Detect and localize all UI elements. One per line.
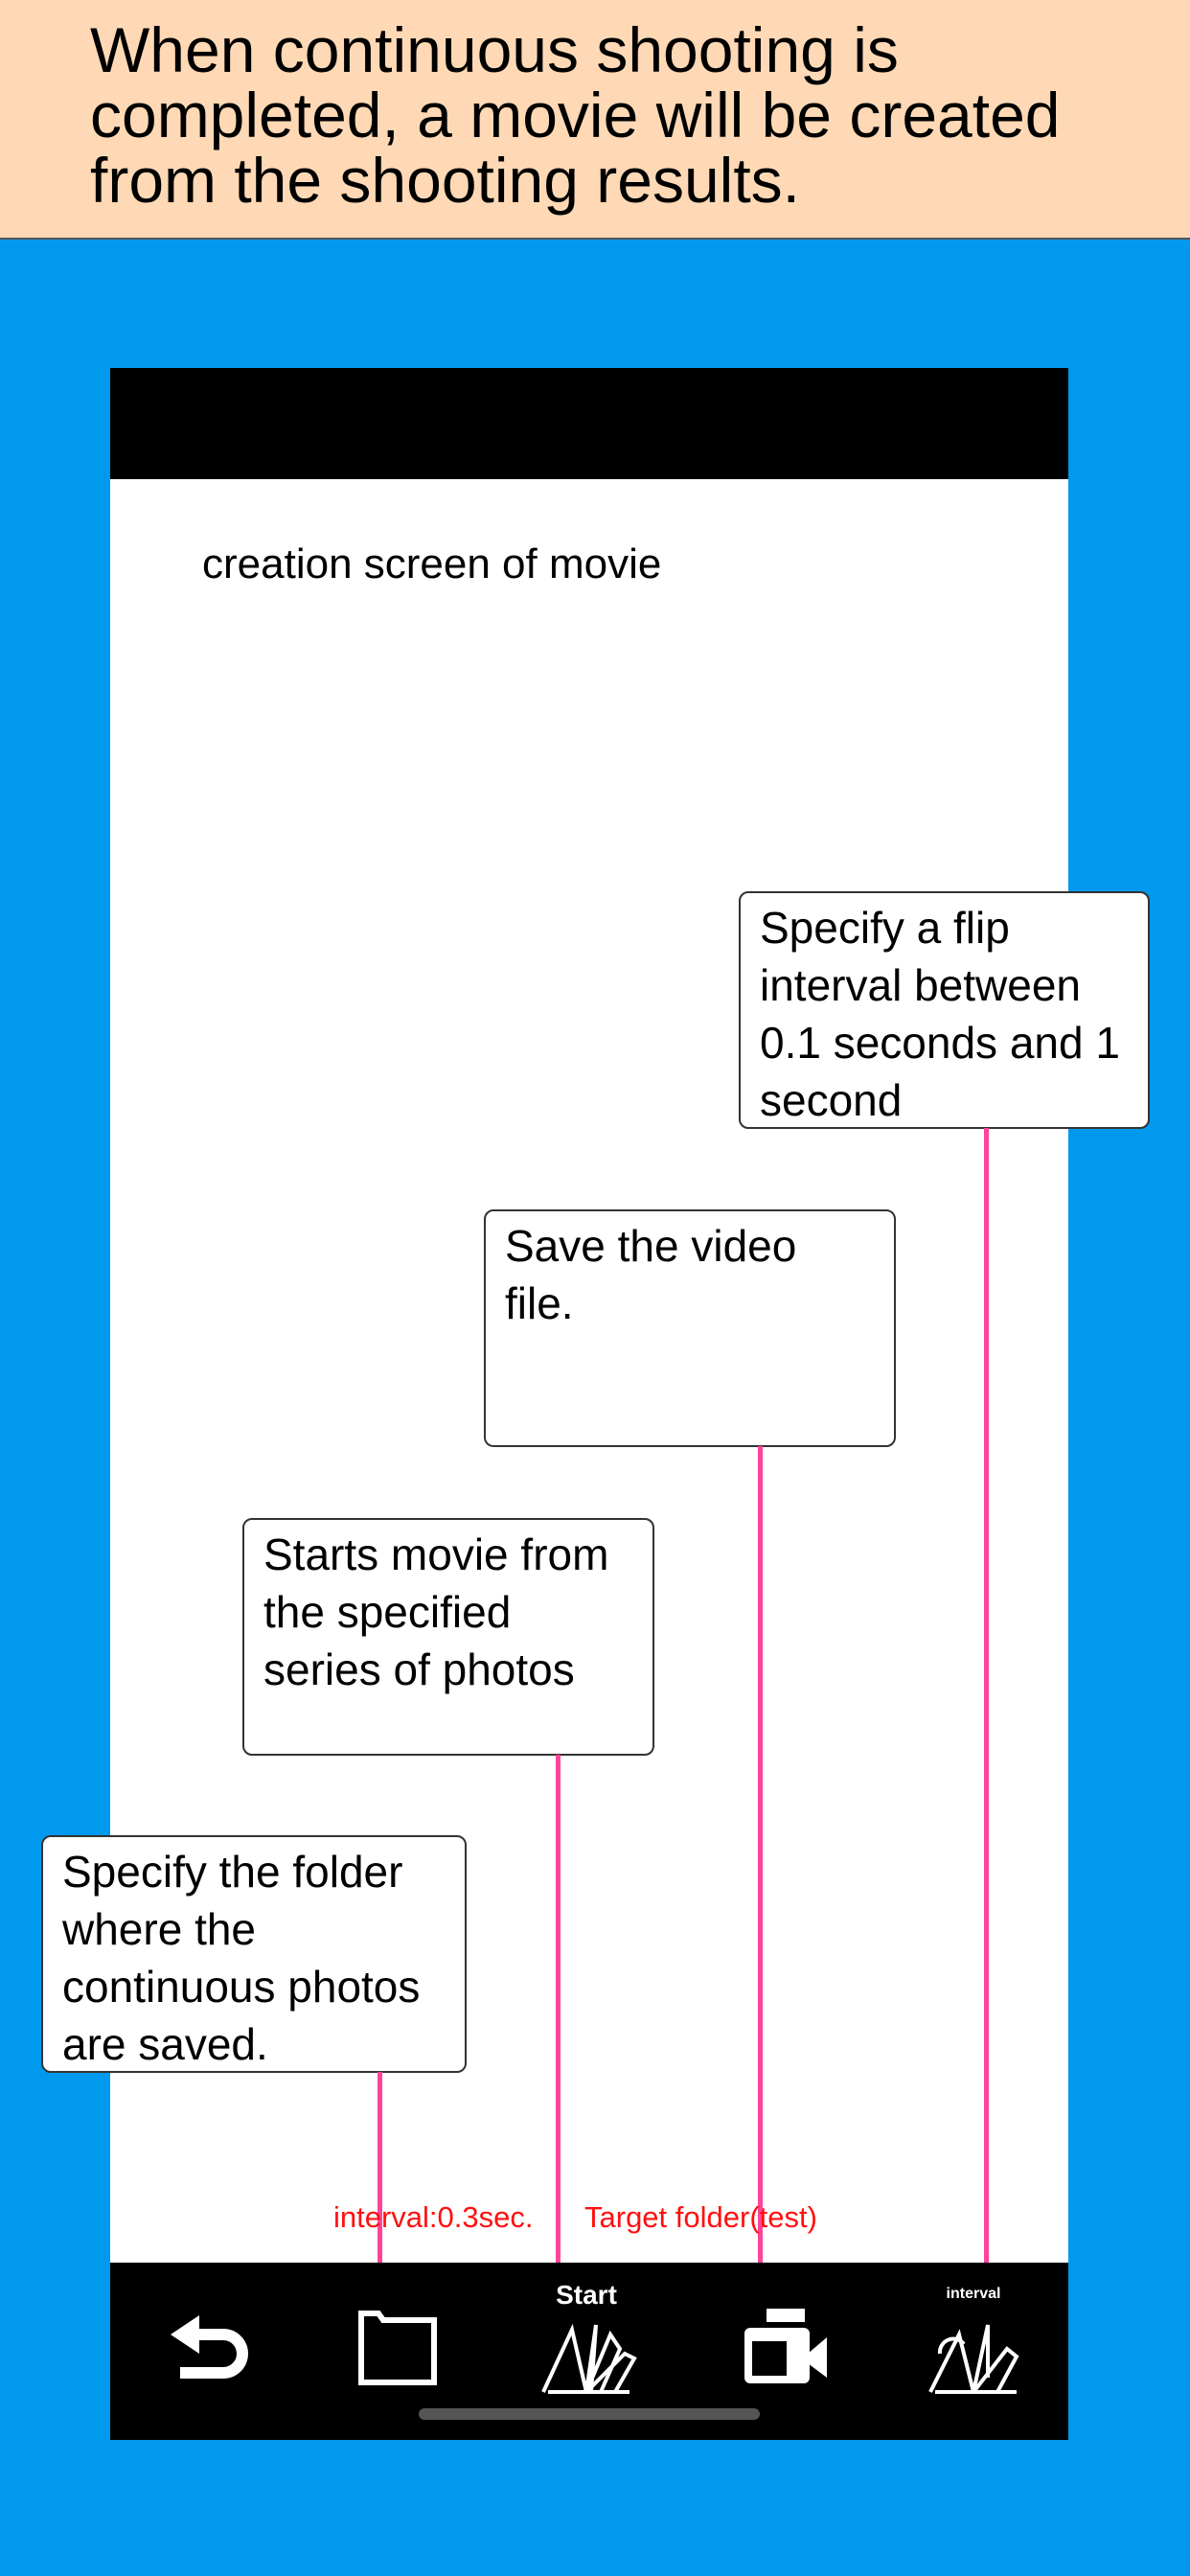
callout-save: Save the video file. bbox=[484, 1209, 896, 1447]
banner-text: When continuous shooting is completed, a… bbox=[90, 14, 1061, 216]
status-bar bbox=[110, 368, 1068, 479]
start-label: Start bbox=[556, 2280, 617, 2310]
phone-screen: creation screen of movie bbox=[110, 368, 1068, 2440]
pointer-line-interval bbox=[984, 1128, 989, 2278]
pointer-line-folder bbox=[378, 2072, 382, 2278]
bottom-toolbar: Start interval bbox=[110, 2263, 1068, 2440]
interval-status: interval:0.3sec. bbox=[333, 2200, 534, 2234]
start-button[interactable]: Start bbox=[529, 2280, 644, 2397]
video-camera-icon bbox=[744, 2309, 827, 2383]
callout-start: Starts movie from the specified series o… bbox=[242, 1518, 654, 1756]
home-indicator[interactable] bbox=[419, 2408, 760, 2420]
screen-title: creation screen of movie bbox=[202, 540, 662, 587]
callout-interval: Specify a flip interval between 0.1 seco… bbox=[739, 891, 1150, 1129]
undo-arrow-icon bbox=[171, 2315, 248, 2379]
save-video-button[interactable] bbox=[723, 2282, 838, 2397]
folder-icon bbox=[358, 2311, 437, 2385]
pointer-line-save bbox=[758, 1446, 763, 2278]
interval-button[interactable]: interval bbox=[916, 2282, 1031, 2397]
flip-interval-icon bbox=[928, 2324, 1019, 2394]
interval-label: interval bbox=[946, 2286, 1001, 2302]
callout-folder: Specify the folder where the continuous … bbox=[41, 1835, 467, 2073]
flip-book-icon bbox=[541, 2323, 637, 2394]
target-folder-status: Target folder(test) bbox=[584, 2200, 817, 2234]
explanation-banner: When continuous shooting is completed, a… bbox=[0, 0, 1190, 240]
pointer-line-start bbox=[556, 1755, 561, 2278]
back-button[interactable] bbox=[151, 2282, 266, 2397]
folder-button[interactable] bbox=[340, 2282, 455, 2397]
